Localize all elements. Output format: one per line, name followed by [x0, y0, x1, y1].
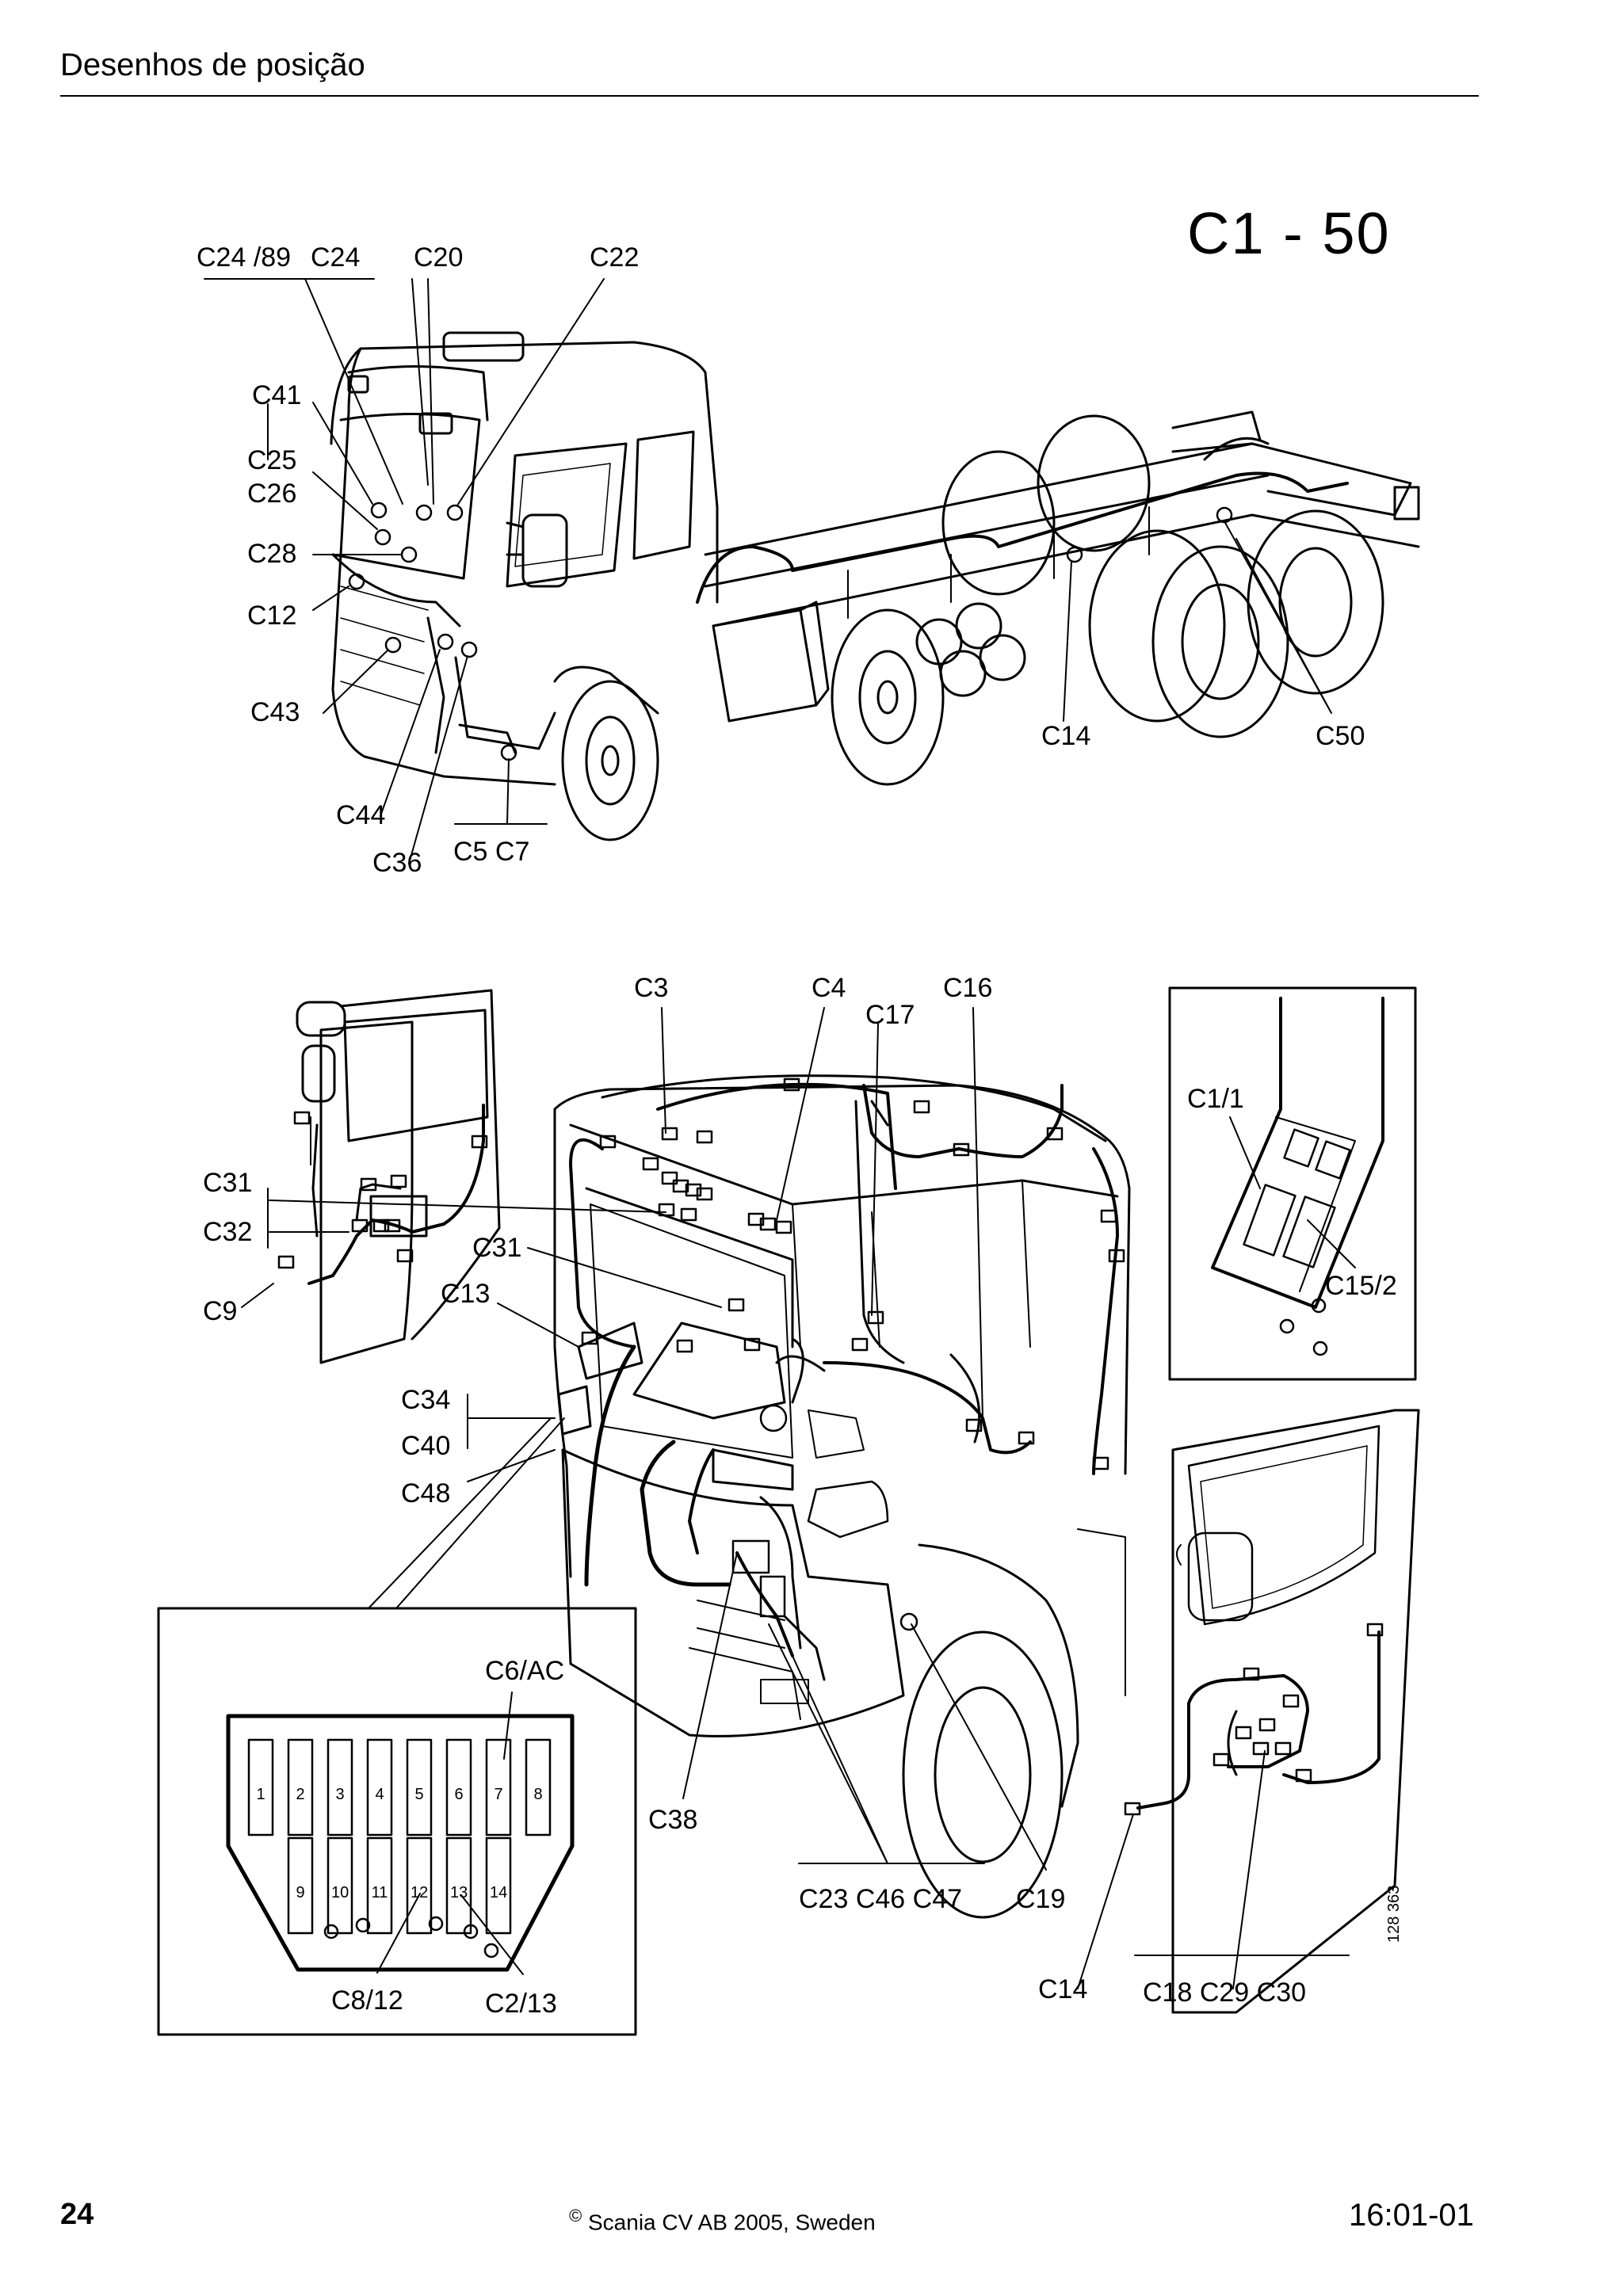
fuse-slot-top-7: [485, 1738, 512, 1836]
header-rule: [60, 95, 1479, 97]
label-c32: C32: [203, 1217, 253, 1247]
label-c31-door: C31: [203, 1168, 253, 1198]
fuse-number: 10: [331, 1884, 349, 1901]
fuse-box-title: C6/AC: [485, 1656, 565, 1686]
label-c28: C28: [247, 539, 297, 569]
label-c18-c29-c30: C18 C29 C30: [1143, 1978, 1307, 2008]
label-c4: C4: [812, 973, 846, 1003]
fuse-number: 2: [296, 1786, 305, 1803]
fuse-slot-top-5: [406, 1738, 433, 1836]
fuse-slot-top-3: [327, 1738, 353, 1836]
fuse-number: 4: [375, 1786, 384, 1803]
inset-central-unit: [1168, 986, 1417, 1381]
label-c23-c46-c47: C23 C46 C47: [799, 1884, 963, 1914]
fuse-slot-bottom-2: [327, 1836, 353, 1935]
fuse-number: 5: [414, 1786, 424, 1803]
fuse-number: 3: [335, 1786, 345, 1803]
truck-side-view: [204, 278, 1420, 864]
document-code: 16:01-01: [1349, 2198, 1474, 2233]
copyright: © Scania CV AB 2005, Sweden: [569, 2206, 876, 2235]
label-c19: C19: [1016, 1884, 1066, 1914]
label-c31-cab: C31: [472, 1233, 522, 1263]
fuse-slot-top-4: [366, 1738, 393, 1836]
label-c1-1: C1/1: [1187, 1084, 1244, 1114]
label-c50: C50: [1316, 721, 1365, 751]
fuse-number: 13: [450, 1884, 468, 1901]
label-c22: C22: [590, 242, 640, 273]
label-c24: C24: [311, 242, 361, 273]
cab-interior-view: [241, 989, 1420, 2014]
label-c34: C34: [401, 1385, 451, 1415]
fuse-number: 6: [454, 1786, 464, 1803]
label-c24-89: C24 /89: [197, 242, 292, 273]
fuse-number: 8: [533, 1786, 543, 1803]
label-c8-12: C8/12: [331, 1985, 403, 2016]
fuse-slot-bottom-5: [445, 1836, 472, 1935]
fuse-slot-top-6: [445, 1738, 472, 1836]
copyright-symbol: ©: [569, 2206, 582, 2225]
label-c14-top: C14: [1041, 721, 1091, 751]
fuse-number: 14: [490, 1884, 508, 1901]
fuse-number: 1: [256, 1786, 265, 1803]
label-c38: C38: [648, 1805, 698, 1835]
fuse-slot-top-1: [247, 1738, 274, 1836]
label-c26: C26: [247, 479, 297, 509]
figure-reference: 128 363: [1385, 1885, 1403, 1943]
label-c25: C25: [247, 445, 297, 475]
label-c13: C13: [441, 1279, 491, 1309]
label-c20: C20: [414, 242, 464, 273]
fuse-slot-top-2: [287, 1738, 314, 1836]
label-c9: C9: [203, 1296, 238, 1326]
label-c17: C17: [865, 1000, 915, 1030]
fuse-slot-bottom-6: [485, 1836, 512, 1935]
label-c12: C12: [247, 601, 297, 631]
fuse-number: 7: [494, 1786, 503, 1803]
label-c3: C3: [634, 973, 669, 1003]
fuse-slot-top-8: [525, 1738, 552, 1836]
fuse-slot-bottom-3: [366, 1836, 393, 1935]
label-c48: C48: [401, 1478, 451, 1508]
diagram-title: C1 - 50: [1187, 200, 1391, 266]
fuse-number: 11: [371, 1884, 388, 1901]
label-c14-bottom: C14: [1038, 1974, 1088, 2004]
label-c5-c7: C5 C7: [453, 837, 530, 867]
page-number: 24: [60, 2198, 94, 2231]
copyright-text: Scania CV AB 2005, Sweden: [588, 2210, 876, 2235]
label-c43: C43: [250, 697, 300, 727]
label-c16: C16: [943, 973, 993, 1003]
fuse-number: 12: [411, 1884, 429, 1901]
label-c15-2: C15/2: [1325, 1271, 1397, 1301]
fuse-number: 9: [296, 1884, 305, 1901]
label-c44: C44: [336, 800, 386, 830]
label-c2-13: C2/13: [485, 1989, 557, 2019]
inset-fuse-box: [157, 1607, 637, 2036]
fuse-slot-bottom-4: [406, 1836, 433, 1935]
label-c36: C36: [372, 848, 422, 878]
label-c41: C41: [252, 380, 302, 410]
label-c40: C40: [401, 1431, 451, 1461]
section-title: Desenhos de posição: [60, 48, 365, 82]
fuse-slot-bottom-1: [287, 1836, 314, 1935]
